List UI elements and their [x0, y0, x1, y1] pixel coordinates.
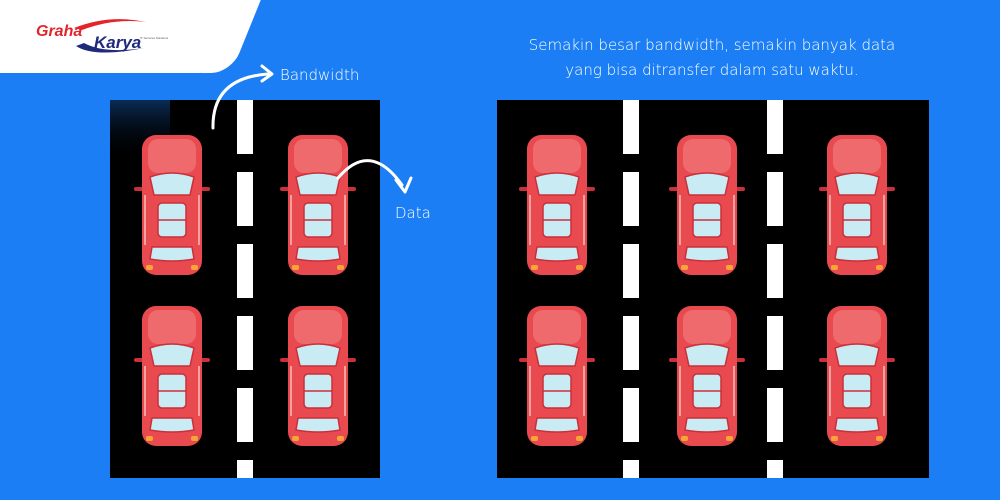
- car-icon: [668, 305, 746, 447]
- lane-marking: [623, 460, 639, 478]
- lane-marking: [623, 388, 639, 442]
- lane-marking: [767, 100, 783, 154]
- lane-marking: [767, 460, 783, 478]
- car-icon: [818, 134, 896, 276]
- data-label: Data: [395, 204, 431, 222]
- car-icon: [818, 305, 896, 447]
- car-icon: [133, 134, 211, 276]
- car-icon: [133, 305, 211, 447]
- car-icon: [518, 305, 596, 447]
- lane-marking: [767, 316, 783, 370]
- svg-text:Graha: Graha: [36, 23, 82, 40]
- car-icon: [518, 134, 596, 276]
- lane-marking: [237, 388, 253, 442]
- caption-line-1: Semakin besar bandwidth, semakin banyak …: [528, 36, 896, 54]
- lane-marking: [623, 316, 639, 370]
- caption-line-2: yang bisa ditransfer dalam satu waktu.: [565, 61, 859, 79]
- lane-marking: [767, 244, 783, 298]
- lane-marking: [237, 100, 253, 154]
- bandwidth-arrow: [211, 72, 270, 130]
- lane-marking: [237, 244, 253, 298]
- car-icon: [668, 134, 746, 276]
- bandwidth-label: Bandwidth: [280, 66, 360, 84]
- lane-marking: [237, 172, 253, 226]
- logo-banner: [0, 0, 232, 73]
- car-icon: [279, 305, 357, 447]
- lane-marking: [237, 316, 253, 370]
- lane-marking: [623, 172, 639, 226]
- lane-marking: [237, 460, 253, 478]
- bandwidth-arrowhead-icon: [260, 64, 274, 83]
- car-icon: [279, 134, 357, 276]
- lane-marking: [767, 388, 783, 442]
- lane-marking: [767, 172, 783, 226]
- data-arrow: [336, 159, 404, 187]
- caption: Semakin besar bandwidth, semakin banyak …: [480, 33, 944, 83]
- svg-text:IT Services Solutions: IT Services Solutions: [140, 36, 169, 40]
- lane-marking: [623, 244, 639, 298]
- svg-text:Karya: Karya: [94, 33, 141, 52]
- graha-karya-logo: Graha Karya IT Services Solutions: [36, 19, 169, 53]
- lane-marking: [623, 100, 639, 154]
- data-arrowhead-icon: [394, 176, 413, 194]
